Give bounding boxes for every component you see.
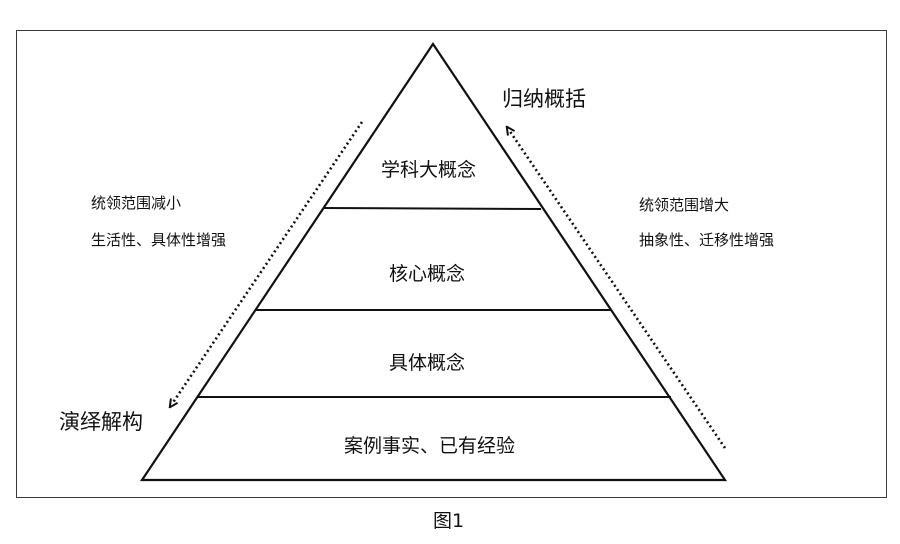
level-label-specific-concept: 具体概念 <box>389 352 466 374</box>
figure-frame <box>16 30 887 498</box>
induction-title: 归纳概括 <box>502 87 586 111</box>
level-label-discipline-big-concept: 学科大概念 <box>381 159 477 181</box>
level-divider-1 <box>322 207 542 210</box>
deduction-title: 演绎解构 <box>59 410 143 434</box>
induction-note-line2: 抽象性、迁移性增强 <box>639 231 775 249</box>
deduction-note-line1: 统领范围减小 <box>91 194 182 212</box>
level-label-core-concept: 核心概念 <box>389 263 466 285</box>
induction-arrow <box>509 130 727 449</box>
induction-note-line1: 统领范围增大 <box>639 196 730 214</box>
deduction-note-line2: 生活性、具体性增强 <box>91 231 227 249</box>
pyramid-outline <box>139 42 728 482</box>
level-label-cases-and-experience: 案例事实、已有经验 <box>344 435 516 457</box>
deduction-arrow <box>172 121 364 404</box>
figure-caption: 图1 <box>433 510 465 532</box>
